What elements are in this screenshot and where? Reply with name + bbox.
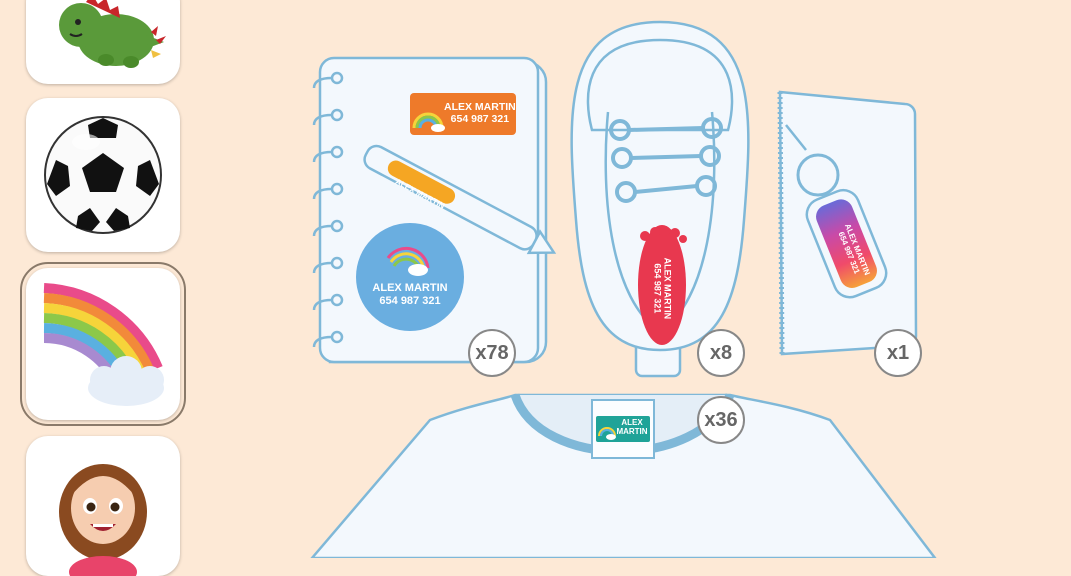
- label-phone: 654 987 321: [652, 263, 662, 314]
- shoe-quantity-badge[interactable]: x8: [697, 329, 745, 377]
- foot-label: [638, 225, 687, 345]
- label-name: ALEX MARTIN: [444, 101, 516, 113]
- rainbow-icon: [43, 283, 164, 406]
- shoe: [570, 20, 750, 378]
- design-option-soccer-ball[interactable]: [26, 98, 180, 252]
- teal-label-text: ALEX MARTIN: [614, 418, 650, 436]
- foot-label-text: ALEX MARTIN 654 987 321: [652, 248, 673, 328]
- design-option-girl[interactable]: [26, 436, 180, 576]
- label-name-line1: ALEX: [621, 418, 643, 427]
- dinosaur-icon: [59, 0, 166, 68]
- soccer-ball-icon: [44, 116, 162, 234]
- t-shirt: [310, 393, 937, 558]
- shirt-quantity-badge[interactable]: x36: [697, 396, 745, 444]
- label-name: ALEX MARTIN: [662, 257, 673, 320]
- label-phone: 654 987 321: [450, 113, 510, 126]
- design-option-rainbow[interactable]: [20, 262, 186, 426]
- keychain-label: [816, 199, 877, 289]
- round-label-text: ALEX MARTIN 654 987 321: [370, 282, 450, 307]
- design-picker-sidebar: [0, 0, 205, 576]
- label-name-line2: MARTIN: [616, 427, 648, 437]
- orange-label-text: ALEX MARTIN 654 987 321: [444, 101, 516, 125]
- label-phone: 654 987 321: [379, 294, 441, 307]
- blue-round-label: [356, 223, 464, 331]
- pencil-label: [387, 160, 456, 204]
- notebook: [312, 56, 557, 364]
- pouch-quantity-badge[interactable]: x1: [874, 329, 922, 377]
- notebook-quantity-badge[interactable]: x78: [468, 329, 516, 377]
- label-name: ALEX MARTIN: [372, 282, 448, 294]
- girl-avatar-icon: [59, 464, 147, 576]
- design-option-dinosaur[interactable]: [26, 0, 180, 84]
- product-scene: [310, 20, 937, 558]
